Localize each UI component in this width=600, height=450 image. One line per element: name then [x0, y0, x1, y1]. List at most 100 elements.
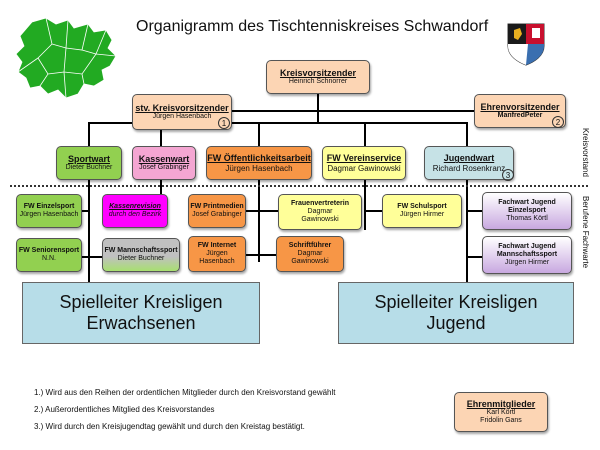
footnote-3: 3.) Wird durch den Kreisjugendtag gewähl…: [34, 422, 305, 431]
connector-line: [82, 210, 90, 212]
box-person: Fridolin Gans: [480, 417, 522, 425]
footnotes: 1.) Wird aus den Reihen der ordentlichen…: [34, 388, 336, 439]
box-person: Dagmar Gawinowski: [327, 163, 401, 173]
box-title: FW Mannschaftssport: [104, 246, 178, 254]
box-sportwart: Sportwart Dieter Buchner: [56, 146, 122, 180]
box-title: FW Vereinservice: [326, 153, 402, 164]
footnote-1: 1.) Wird aus den Reihen der ordentlichen…: [34, 388, 336, 397]
box-schriftfuehrer: Schriftführer Dagmar Gawinowski: [276, 236, 344, 272]
footnote-marker: 3: [502, 169, 514, 181]
box-stv-kreisvorsitzender: stv. Kreisvorsitzender Jürgen Hasenbach: [132, 94, 232, 130]
connector-line: [228, 110, 318, 112]
box-person: N.N.: [42, 255, 56, 262]
box-person: Thomas Körtl: [506, 215, 548, 223]
connector-line: [318, 110, 474, 112]
box-person: Josef Grabinger: [139, 164, 189, 172]
box-person: Dieter Buchner: [65, 164, 113, 172]
box-title: Ehrenvorsitzender: [480, 101, 560, 112]
box-person: Hasenbach: [199, 258, 235, 266]
box-person: Richard Rosenkranz: [432, 163, 506, 173]
box-jugendwart: Jugendwart Richard Rosenkranz: [424, 146, 514, 180]
box-title: Ehrenmitglieder: [466, 398, 536, 409]
box-person: Jürgen: [206, 249, 228, 257]
box-title: FW Schulsport: [397, 202, 447, 210]
box-fachwart-jugend-einzelsport: Fachwart Jugend Einzelsport Thomas Körtl: [482, 192, 572, 230]
box-person: Jürgen Hasenbach: [225, 163, 293, 173]
footnote-2: 2.) Außerordentliches Mitglied des Kreis…: [34, 405, 215, 414]
box-title: FW Seniorensport: [18, 246, 80, 254]
district-map-icon: [12, 14, 120, 102]
box-person: Dagmar: [307, 207, 333, 215]
box-person: Karl Körtl: [486, 409, 516, 417]
connector-line: [364, 122, 366, 146]
box-person: Dagmar: [297, 249, 323, 257]
box-spielleiter-erwachsenen: Spielleiter Kreisligen Erwachsenen: [22, 282, 260, 344]
connector-line: [466, 180, 468, 282]
box-fw-mannschaftssport: FW Mannschaftssport Dieter Buchner: [102, 238, 180, 272]
box-spielleiter-jugend: Spielleiter Kreisligen Jugend: [338, 282, 574, 344]
page-title: Organigramm des Tischtenniskreises Schwa…: [136, 18, 489, 35]
box-title: Kreisvorsitzender: [279, 67, 357, 78]
box-title: FW Öffentlichkeitsarbeit: [207, 153, 311, 164]
box-title: FW Einzelsport: [23, 202, 75, 210]
box-person: Gawinowski: [291, 258, 329, 266]
connector-line: [466, 210, 482, 212]
box-person: Jürgen Hirmer: [504, 259, 550, 267]
box-fw-einzelsport: FW Einzelsport Jürgen Hasenbach: [16, 194, 82, 228]
label-fachwarte: Berufene Fachwarte: [581, 196, 590, 269]
box-fw-schulsport: FW Schulsport Jürgen Hirmer: [382, 194, 462, 228]
box-title: Kassenwart: [138, 153, 190, 164]
box-title: Kassenrevision: [109, 202, 161, 210]
footnote-marker: 2: [552, 116, 564, 128]
box-title: Einzelsport: [508, 206, 546, 214]
box-title: Jugendwart: [443, 153, 495, 164]
box-fw-internet: FW Internet Jürgen Hasenbach: [188, 236, 246, 272]
box-ehrenvorsitzender: Ehrenvorsitzender ManfredPeter: [474, 94, 566, 128]
box-person: Gawinowski: [301, 216, 339, 224]
box-fw-seniorensport: FW Seniorensport N.N.: [16, 238, 82, 272]
connector-line: [364, 210, 382, 212]
separator-line: [10, 185, 588, 187]
box-person: Josef Grabinger: [192, 211, 242, 218]
box-person: Jürgen Hirmer: [399, 211, 445, 218]
box-fachwart-jugend-mannschaftssport: Fachwart Jugend Mannschaftssport Jürgen …: [482, 236, 572, 274]
box-subtitle: Jugend: [426, 313, 486, 333]
connector-line: [364, 180, 366, 230]
box-title: Sportwart: [67, 153, 110, 164]
coat-of-arms-icon: [506, 22, 546, 66]
box-frauenvertreterin: Frauenvertreterin Dagmar Gawinowski: [278, 194, 362, 230]
box-person: Jürgen Hasenbach: [152, 113, 212, 121]
box-subtitle: Erwachsenen: [86, 313, 196, 333]
box-person: durch den Bezirk: [108, 211, 162, 218]
footnote-marker: 1: [218, 117, 230, 129]
box-kassenrevision: Kassenrevision durch den Bezirk: [102, 194, 168, 228]
box-person: Dieter Buchner: [117, 255, 165, 262]
box-title: Spielleiter Kreisligen: [374, 292, 538, 313]
connector-line: [160, 180, 162, 194]
box-fw-printmedien: FW Printmedien Josef Grabinger: [188, 194, 246, 228]
connector-line: [466, 122, 468, 146]
box-title: Fachwart Jugend: [498, 242, 556, 250]
box-vereinsservice: FW Vereinservice Dagmar Gawinowski: [322, 146, 406, 180]
box-title: Mannschaftssport: [496, 250, 558, 258]
box-title: Spielleiter Kreisligen: [59, 292, 223, 313]
connector-line: [317, 94, 319, 124]
connector-line: [82, 256, 102, 258]
box-title: stv. Kreisvorsitzender: [135, 102, 229, 113]
box-title: Schriftführer: [288, 241, 332, 249]
box-title: Frauenvertreterin: [291, 199, 349, 207]
connector-line: [466, 256, 482, 258]
box-oeffentlichkeitsarbeit: FW Öffentlichkeitsarbeit Jürgen Hasenbac…: [206, 146, 312, 180]
connector-line: [246, 210, 258, 212]
connector-line: [88, 122, 90, 146]
connector-line: [258, 210, 278, 212]
box-title: FW Printmedien: [190, 202, 244, 210]
connector-line: [88, 122, 468, 124]
connector-line: [160, 122, 162, 146]
connector-line: [258, 122, 260, 146]
box-title: FW Internet: [197, 241, 237, 249]
box-kreisvorsitzender: Kreisvorsitzender Heinrich Schnorrer: [266, 60, 370, 94]
connector-line: [258, 180, 260, 262]
box-person: ManfredPeter: [497, 112, 543, 120]
box-person: Heinrich Schnorrer: [288, 78, 348, 86]
